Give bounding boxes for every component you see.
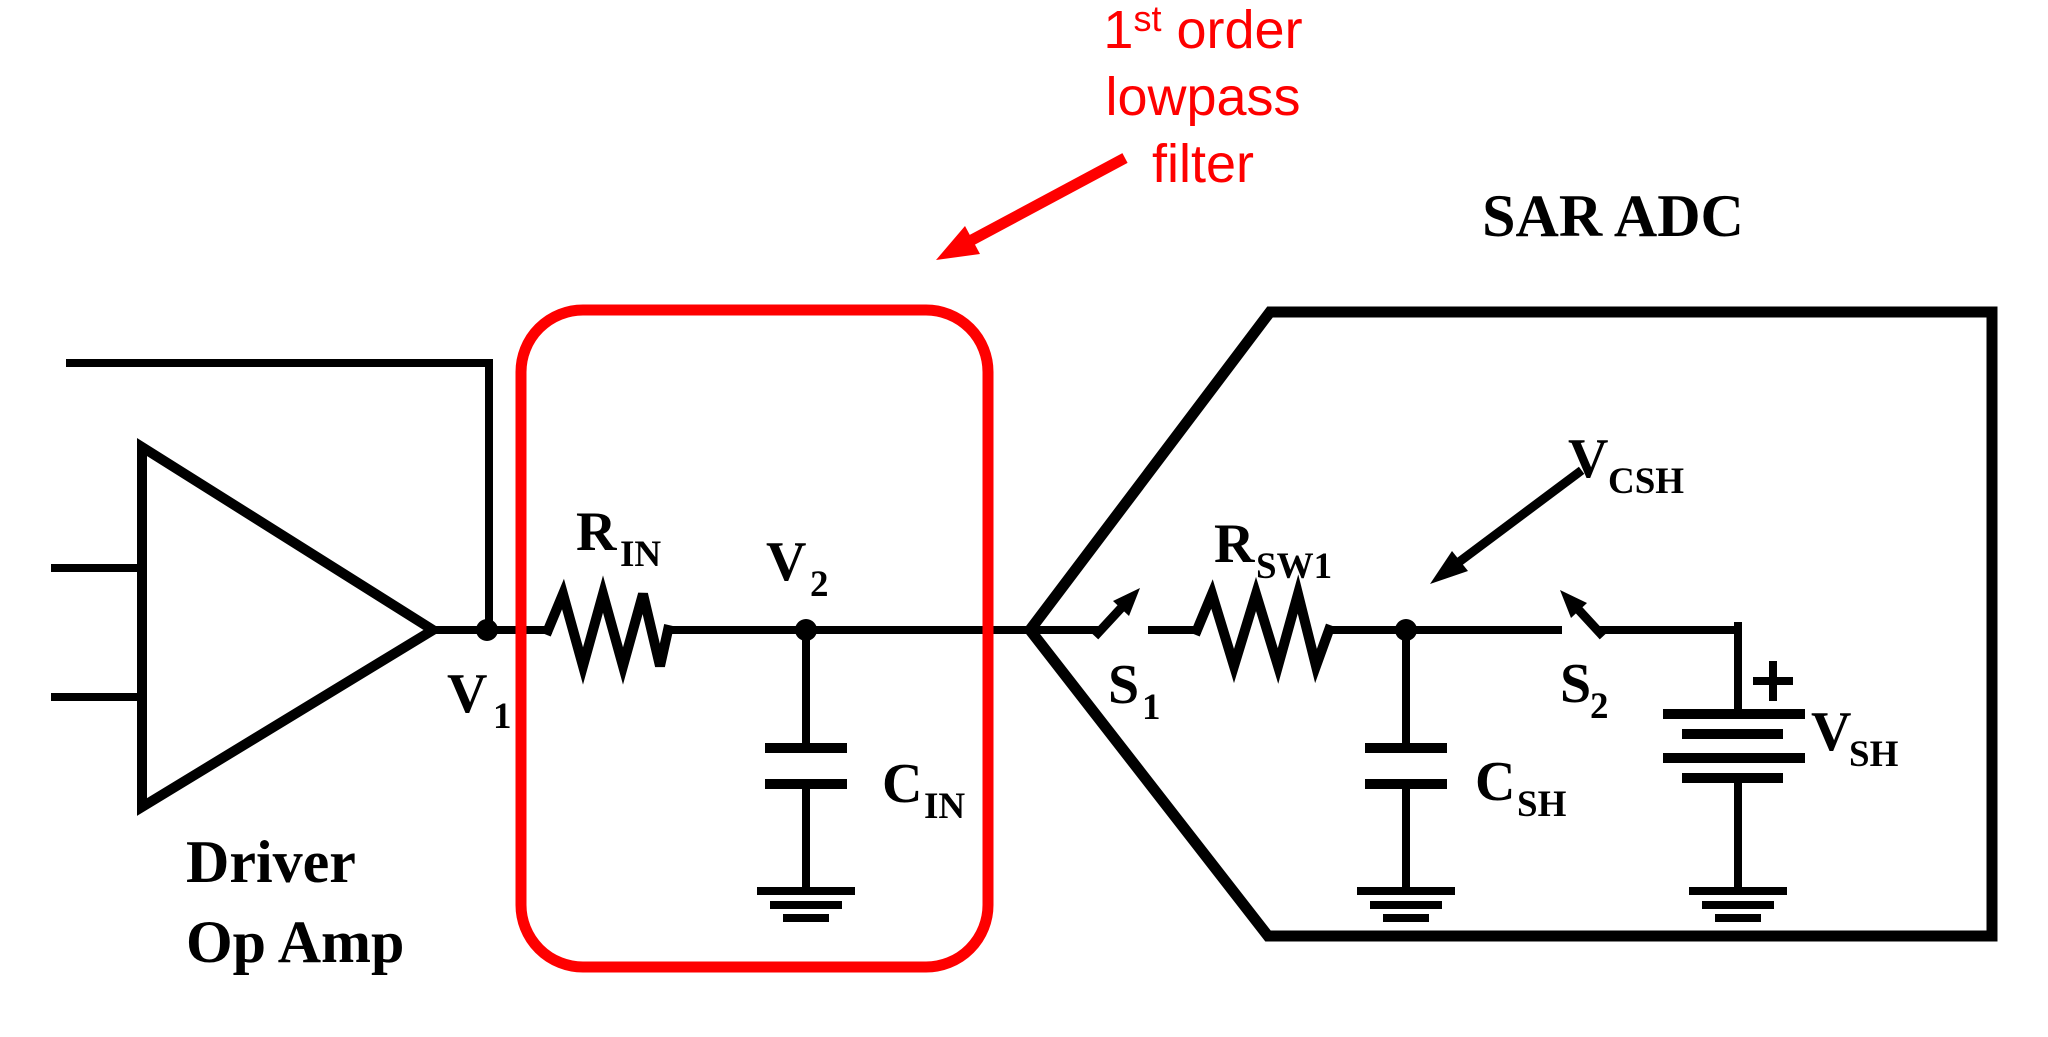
sar-adc-title: SAR ADC [1482,183,1744,249]
plus-sign [1753,661,1793,701]
v1-label: V [447,663,487,725]
lowpass-annotation: 1st order lowpass filter [936,0,1303,260]
feedback-wire [66,359,493,634]
s2-label: S [1560,653,1591,715]
lowpass-highlight-box [515,304,994,973]
resistor-rsw1 [1190,574,1336,684]
ground-symbol-vsh [1689,887,1787,922]
voltage-source-vsh [1663,622,1805,922]
cin-label: C [882,753,922,815]
capacitor-cin [757,626,855,922]
vcsh-pointer [1430,466,1585,584]
s2-label-subscript: 2 [1590,686,1609,727]
rsw1-label: R [1214,513,1255,575]
annotation-arrow-shaft [967,153,1128,246]
opamp-triangle [137,437,443,816]
vcsh-arrow-shaft [1448,466,1585,572]
annotation-line3: filter [1152,134,1254,194]
driver-caption-line1: Driver [186,829,356,895]
vcsh-arrow-head [1430,551,1468,584]
annotation-line2: lowpass [1105,67,1300,127]
rin-label-subscript: IN [620,534,661,575]
v2-label-subscript: 2 [810,564,829,605]
vsh-label-subscript: SH [1849,734,1899,775]
s1-label-subscript: 1 [1142,687,1161,728]
sar-adc-section: SAR ADC S 1 R SW1 V CSH [1023,183,1998,942]
csh-label-subscript: SH [1517,784,1567,825]
rsw1-label-subscript: SW1 [1256,546,1332,587]
s1-arrow-head [1113,588,1140,616]
switch-s2 [1560,590,1607,640]
s1-label: S [1108,654,1139,716]
sar-adc-boundary [1023,306,1998,942]
v2-label: V [766,531,806,593]
lowpass-filter-section: R IN V 2 C IN [515,304,994,973]
csh-label: C [1475,751,1515,813]
annotation-arrow-head [936,226,980,260]
switch-s1 [1091,588,1140,640]
v1-label-subscript: 1 [493,696,512,737]
resistor-rin [541,575,674,685]
s2-arrow-head [1560,590,1587,618]
rin-label: R [576,501,617,563]
ground-symbol-csh [1357,887,1455,922]
capacitor-csh [1357,626,1455,922]
ground-symbol-cin [757,887,855,922]
vcsh-label: V [1568,428,1608,490]
vcsh-label-subscript: CSH [1608,461,1684,502]
node-v1-dot [476,619,498,641]
annotation-line1: 1st order [1103,0,1302,60]
cin-label-subscript: IN [924,786,965,827]
driver-caption-line2: Op Amp [186,909,404,975]
s1-switch-arm [1091,599,1130,640]
driver-op-amp-section: V 1 Driver Op Amp [51,359,552,975]
vsh-label: V [1811,701,1851,763]
